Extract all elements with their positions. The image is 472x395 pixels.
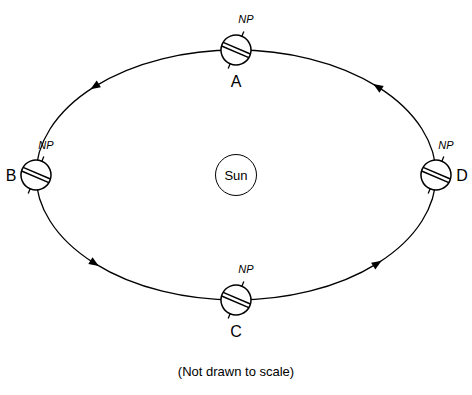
position-letter: B — [6, 167, 17, 185]
orbit-path — [36, 50, 436, 300]
north-pole-label: NP — [438, 139, 453, 151]
earth-symbol — [214, 276, 257, 325]
position-letter: A — [231, 73, 242, 91]
north-pole-label: NP — [38, 139, 53, 151]
earth-symbol — [14, 151, 57, 200]
caption: (Not drawn to scale) — [178, 365, 294, 379]
orbit-arrow — [90, 81, 101, 90]
orbit-arrow — [371, 261, 382, 270]
earth-symbol — [414, 151, 457, 200]
orbit-arrow — [88, 257, 99, 266]
position-letter: D — [456, 167, 468, 185]
north-pole-label: NP — [238, 13, 253, 25]
position-letter: C — [230, 323, 242, 341]
sun-circle: Sun — [215, 154, 257, 196]
sun-label: Sun — [224, 168, 247, 183]
north-pole-label: NP — [238, 263, 253, 275]
orbit-arrow — [373, 84, 384, 93]
earth-symbol — [214, 26, 257, 75]
